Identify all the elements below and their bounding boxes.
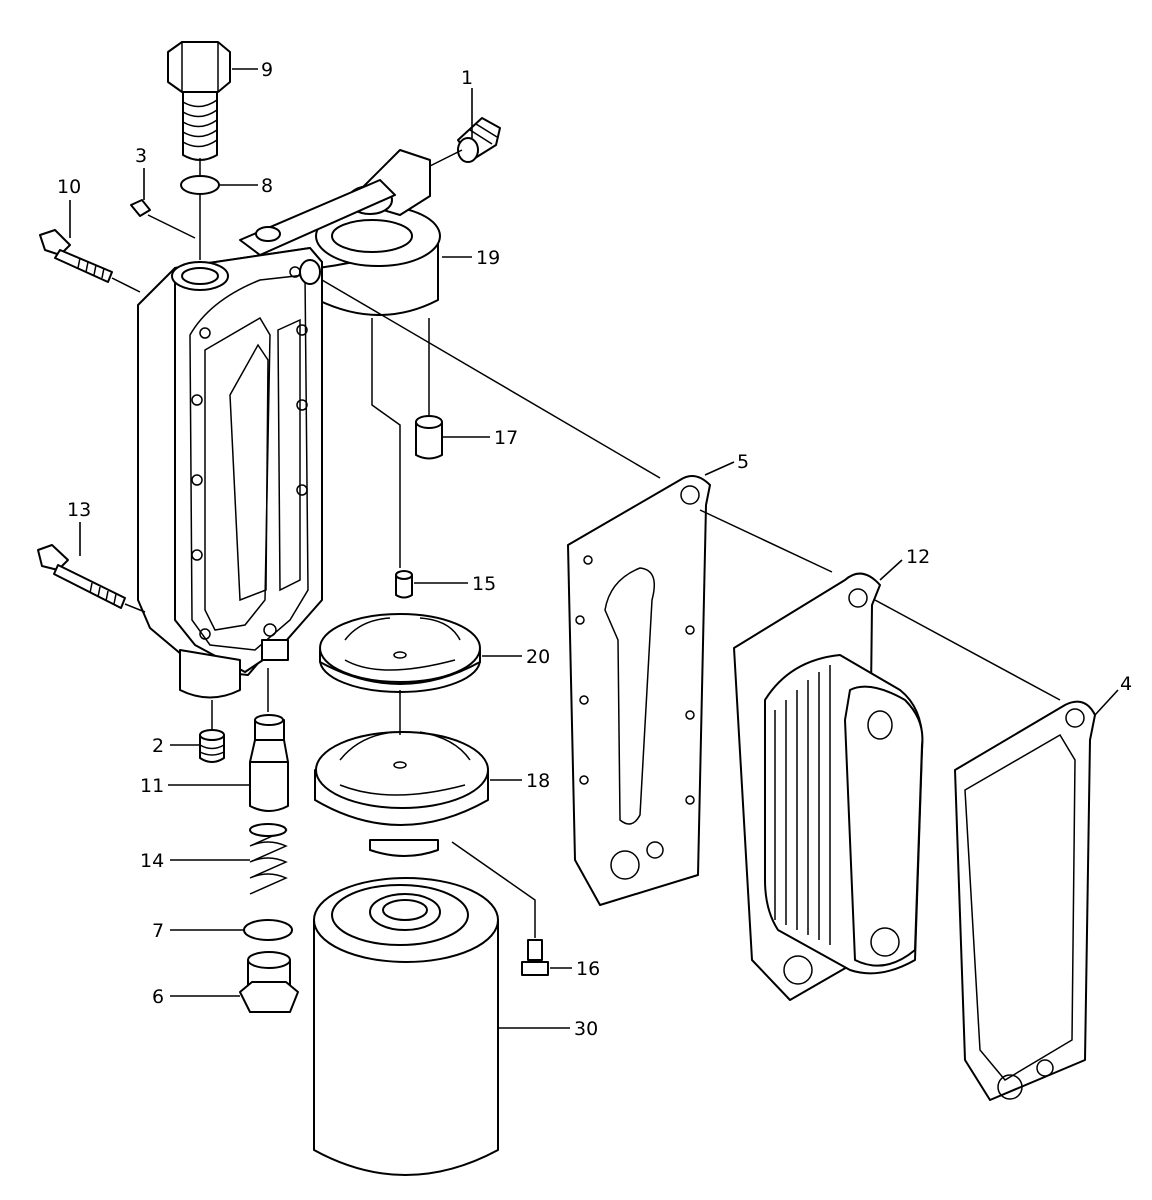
callout-11: 11 [140,775,164,797]
o-ring-8 [180,175,220,195]
plate-20 [319,613,481,693]
assembly-lines [111,149,1061,938]
oil-cooler-housing [137,247,323,699]
bolt-9 [167,41,231,161]
pin-15 [395,570,413,599]
plug-2 [199,729,225,763]
cooler-core-12 [733,572,924,1001]
valve-11 [249,714,289,812]
screw-16 [521,939,549,976]
filter-30 [313,877,499,1176]
o-ring-7 [243,919,293,941]
callout-13: 13 [67,499,91,521]
bolt-13 [37,544,126,609]
callout-16: 16 [576,958,600,980]
pin-17 [415,415,443,460]
callout-20: 20 [526,646,550,668]
callout-18: 18 [526,770,550,792]
plug-6 [239,951,299,1013]
callout-labels: 1 2 3 4 5 6 7 8 9 10 11 12 13 14 15 16 1… [57,59,1132,1040]
callout-7: 7 [152,920,164,942]
gasket-4 [954,700,1096,1101]
callout-30: 30 [574,1018,598,1040]
adapter-18 [314,731,489,857]
callout-12: 12 [906,546,930,568]
callout-17: 17 [494,427,518,449]
plug-3 [130,199,151,217]
callout-14: 14 [140,850,164,872]
plug-1 [457,117,501,163]
callout-3: 3 [135,145,147,167]
callout-15: 15 [472,573,496,595]
callout-10: 10 [57,176,81,198]
callout-6: 6 [152,986,164,1008]
leader-lines [69,68,1119,1029]
spring-14 [249,823,288,895]
callout-8: 8 [261,175,273,197]
callout-1: 1 [461,67,473,89]
callout-5: 5 [737,451,749,473]
callout-2: 2 [152,735,164,757]
callout-4: 4 [1120,673,1132,695]
gasket-5 [567,475,711,906]
callout-19: 19 [476,247,500,269]
callout-9: 9 [261,59,273,81]
bolt-10 [39,229,113,283]
